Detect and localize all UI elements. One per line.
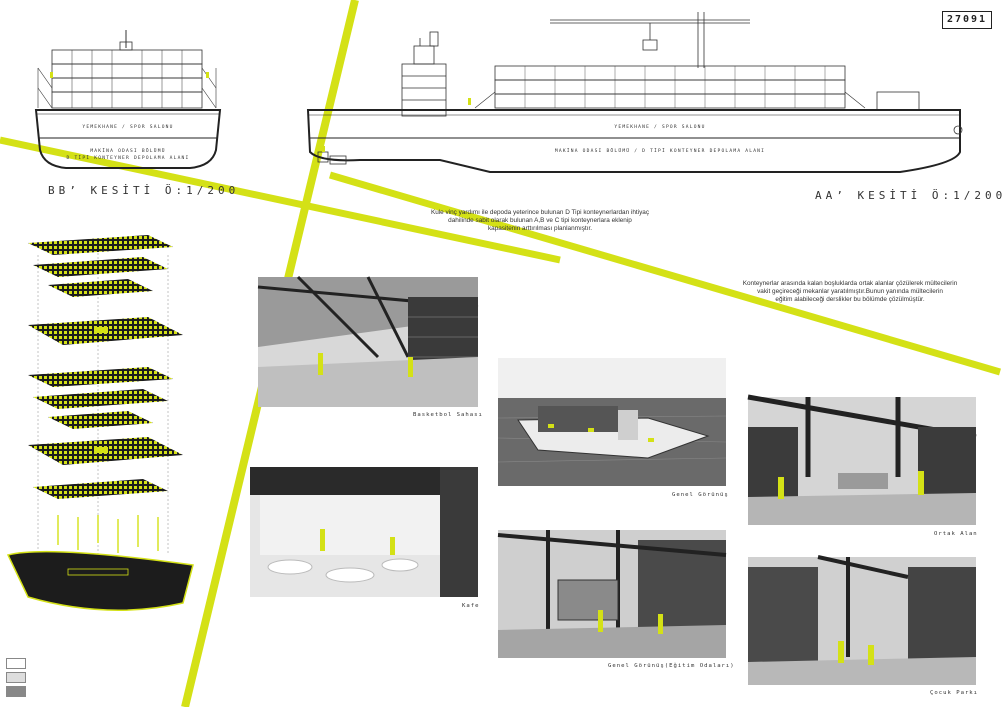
aa-lower-label: MAKİNA ODASI BÖLÜMÜ / D TİPİ KONTEYNER D… (555, 147, 765, 154)
bb-lower-label-1: MAKİNA ODASI BÖLÜMÜ (90, 147, 165, 154)
render-genel (497, 358, 727, 486)
caption-basketbol: Basketbol Sahası (413, 412, 483, 418)
aa-upper-label: YEMEKHANE / SPOR SALONU (614, 124, 705, 130)
legend-swatch-2 (6, 672, 26, 683)
caption-egitim: Genel Görünüş(Eğitim Odaları) (608, 663, 735, 669)
caption-kafe: Kafe (462, 603, 480, 609)
bb-section-drawing: YEMEKHANE / SPOR SALONU MAKİNA ODASI BÖL… (34, 30, 222, 169)
sheet-code: 27091 (942, 11, 992, 29)
aa-section-drawing: YEMEKHANE / SPOR SALONU MAKİNA ODASI BÖL… (306, 12, 963, 173)
crane-description: Kule vinç yardımı ile depoda yeterince b… (430, 209, 650, 232)
caption-cocuk: Çocuk Parkı (930, 690, 979, 696)
exploded-axonometric (6, 235, 194, 611)
aa-section-title: AA’ KESİTİ Ö:1/200 (815, 189, 1006, 202)
render-egitim (497, 530, 727, 658)
render-ortak (747, 394, 977, 525)
caption-genel: Genel Görünüş (672, 492, 729, 498)
render-kafe (250, 467, 478, 597)
legend-swatch-1 (6, 658, 26, 669)
bb-section-title: BB’ KESİTİ Ö:1/200 (48, 184, 240, 197)
bb-upper-label: YEMEKHANE / SPOR SALONU (82, 124, 173, 130)
shared-space-description: Konteynerlar arasında kalan boşluklarda … (742, 280, 958, 303)
render-basketbol (257, 275, 479, 407)
bb-lower-label-2: D TİPİ KONTEYNER DEPOLAMA ALANI (67, 154, 190, 161)
render-cocuk (748, 555, 976, 685)
legend-swatch-3 (6, 686, 26, 697)
caption-ortak: Ortak Alan (934, 531, 978, 537)
